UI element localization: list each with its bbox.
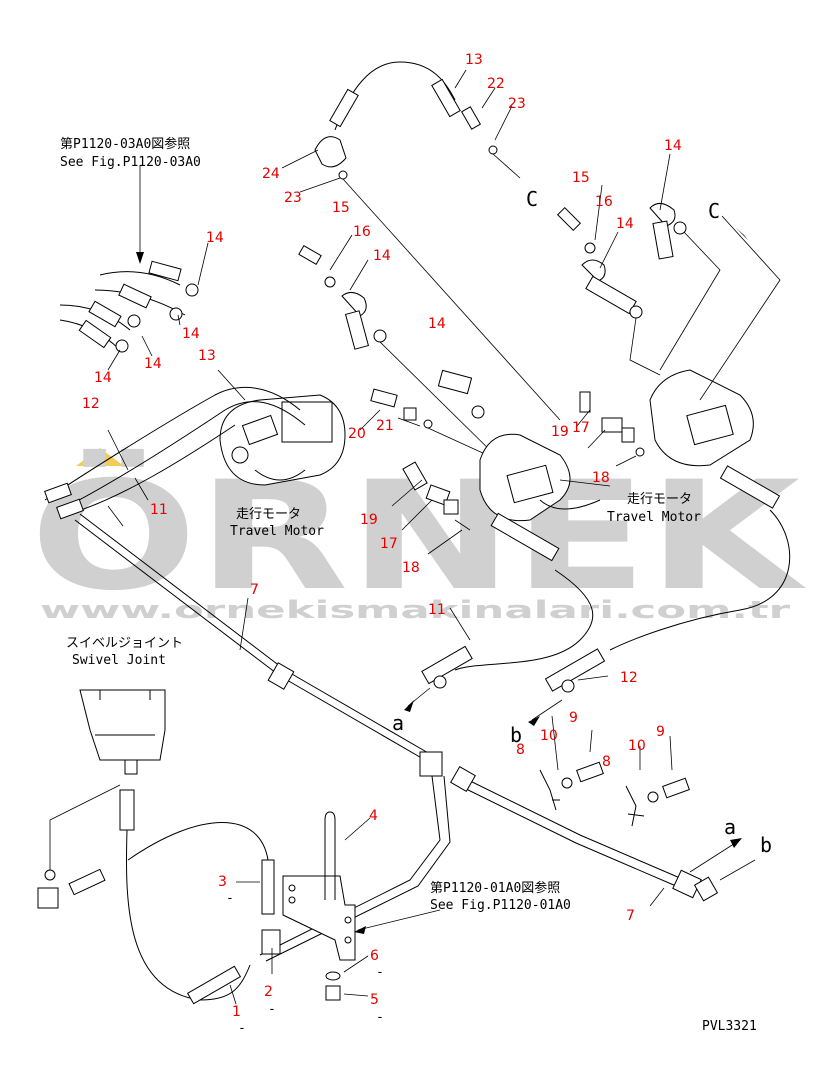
callout-7-left: 7 — [250, 582, 259, 598]
connector-a-left: a — [392, 711, 404, 735]
hoses-11-12-right — [421, 465, 791, 693]
callout-20: 20 — [348, 426, 366, 442]
callout-9-left: 9 — [569, 710, 578, 726]
callout-17-right: 17 — [572, 420, 590, 436]
dash-3: - — [226, 891, 234, 906]
leader-lines — [107, 69, 673, 1005]
part-callouts: 13 22 23 24 23 15 16 14 14 14 14 14 13 1… — [82, 52, 682, 1020]
callout-23-left: 23 — [284, 190, 302, 206]
hose-13-top-loop — [314, 61, 561, 421]
callout-2: 2 — [264, 984, 273, 1000]
dash-5: - — [376, 1010, 384, 1025]
callout-18-right: 18 — [592, 470, 610, 486]
travel-motor-left-en: Travel Motor — [230, 524, 324, 539]
callout-23-top: 23 — [508, 96, 526, 112]
callout-15-left: 15 — [332, 200, 350, 216]
callout-6: 6 — [370, 948, 379, 964]
callout-24: 24 — [262, 166, 280, 182]
callout-4: 4 — [369, 808, 378, 824]
travel-motor-right-jp: 走行モータ — [627, 492, 692, 507]
pipe-7-left — [74, 513, 451, 962]
hoses-11-12-left — [44, 386, 306, 520]
callout-11-right: 11 — [428, 602, 446, 618]
callout-10-left: 10 — [540, 728, 558, 744]
connector-b-right: b — [760, 833, 772, 857]
drawing-code: PVL3321 — [702, 1019, 757, 1034]
callout-19-right: 19 — [551, 424, 569, 440]
callout-7-right: 7 — [626, 908, 635, 924]
callout-13-top: 13 — [465, 52, 483, 68]
travel-motor-left — [219, 394, 346, 486]
watermark-logo-accent — [76, 448, 124, 466]
connector-b-left: b — [510, 723, 522, 747]
callout-12-left: 12 — [82, 396, 100, 412]
fig-ref-bottom-en: See Fig.P1120-01A0 — [430, 898, 571, 913]
travel-motor-right-en: Travel Motor — [607, 510, 701, 525]
callout-14-right-b: 14 — [664, 138, 682, 154]
callout-3: 3 — [218, 874, 227, 890]
callout-13-left: 13 — [198, 348, 216, 364]
callout-8-left: 8 — [516, 742, 525, 758]
travel-motor-right — [479, 369, 754, 522]
callout-22: 22 — [487, 76, 505, 92]
callout-14-mid: 14 — [428, 316, 446, 332]
callout-18-left: 18 — [402, 560, 420, 576]
callout-8-right: 8 — [602, 754, 611, 770]
pipe-7-right — [450, 766, 719, 902]
callout-14-center: 14 — [373, 248, 391, 264]
callout-14-c: 14 — [144, 356, 162, 372]
callout-16-left: 16 — [353, 224, 371, 240]
connector-c-top: C — [526, 187, 538, 211]
fig-ref-bottom-jp: 第P1120-01A0図参照 — [430, 880, 560, 896]
callout-5: 5 — [370, 992, 379, 1008]
dash-2: - — [268, 1002, 276, 1017]
callout-14-d: 14 — [94, 370, 112, 386]
connector-c-right: C — [708, 199, 720, 223]
travel-motor-left-jp: 走行モータ — [236, 507, 301, 522]
connector-letters: C C a b a b — [392, 187, 772, 857]
callout-10-right: 10 — [628, 738, 646, 754]
callout-15-right: 15 — [572, 170, 590, 186]
reference-texts: 第P1120-03A0図参照 See Fig.P1120-03A0 走行モータ … — [60, 136, 757, 1034]
callout-14-right-a: 14 — [616, 216, 634, 232]
swivel-joint-en: Swivel Joint — [72, 653, 166, 668]
callout-16-right: 16 — [595, 194, 613, 210]
callout-1: 1 — [232, 1004, 241, 1020]
fig-ref-top-en: See Fig.P1120-03A0 — [60, 155, 201, 170]
right-upper-fittings — [556, 203, 721, 457]
swivel-joint-jp: スイベルジョイント — [66, 636, 183, 651]
callout-21: 21 — [376, 418, 394, 434]
bolts-8-9-10 — [539, 761, 690, 827]
callout-11-left: 11 — [150, 502, 168, 518]
swivel-joint — [37, 689, 166, 909]
callout-9-right: 9 — [656, 724, 665, 740]
dash-6: - — [376, 965, 384, 980]
bottom-hose-bracket — [125, 811, 441, 1005]
connector-a-right: a — [724, 815, 736, 839]
center-fittings — [298, 244, 521, 531]
callout-dashes: - - - - - — [226, 891, 384, 1036]
fig-ref-top-jp: 第P1120-03A0図参照 — [60, 136, 190, 152]
hose-bundle-14-left — [59, 165, 199, 353]
callout-14-b: 14 — [182, 326, 200, 342]
callout-19-left: 19 — [360, 512, 378, 528]
watermark-url: www.ornekismakinalari.com.tr — [40, 596, 790, 624]
callout-14-a: 14 — [206, 230, 224, 246]
callout-12-right: 12 — [620, 670, 638, 686]
dash-1: - — [238, 1021, 246, 1036]
connector-arrows — [404, 215, 781, 881]
callout-17-left: 17 — [380, 536, 398, 552]
